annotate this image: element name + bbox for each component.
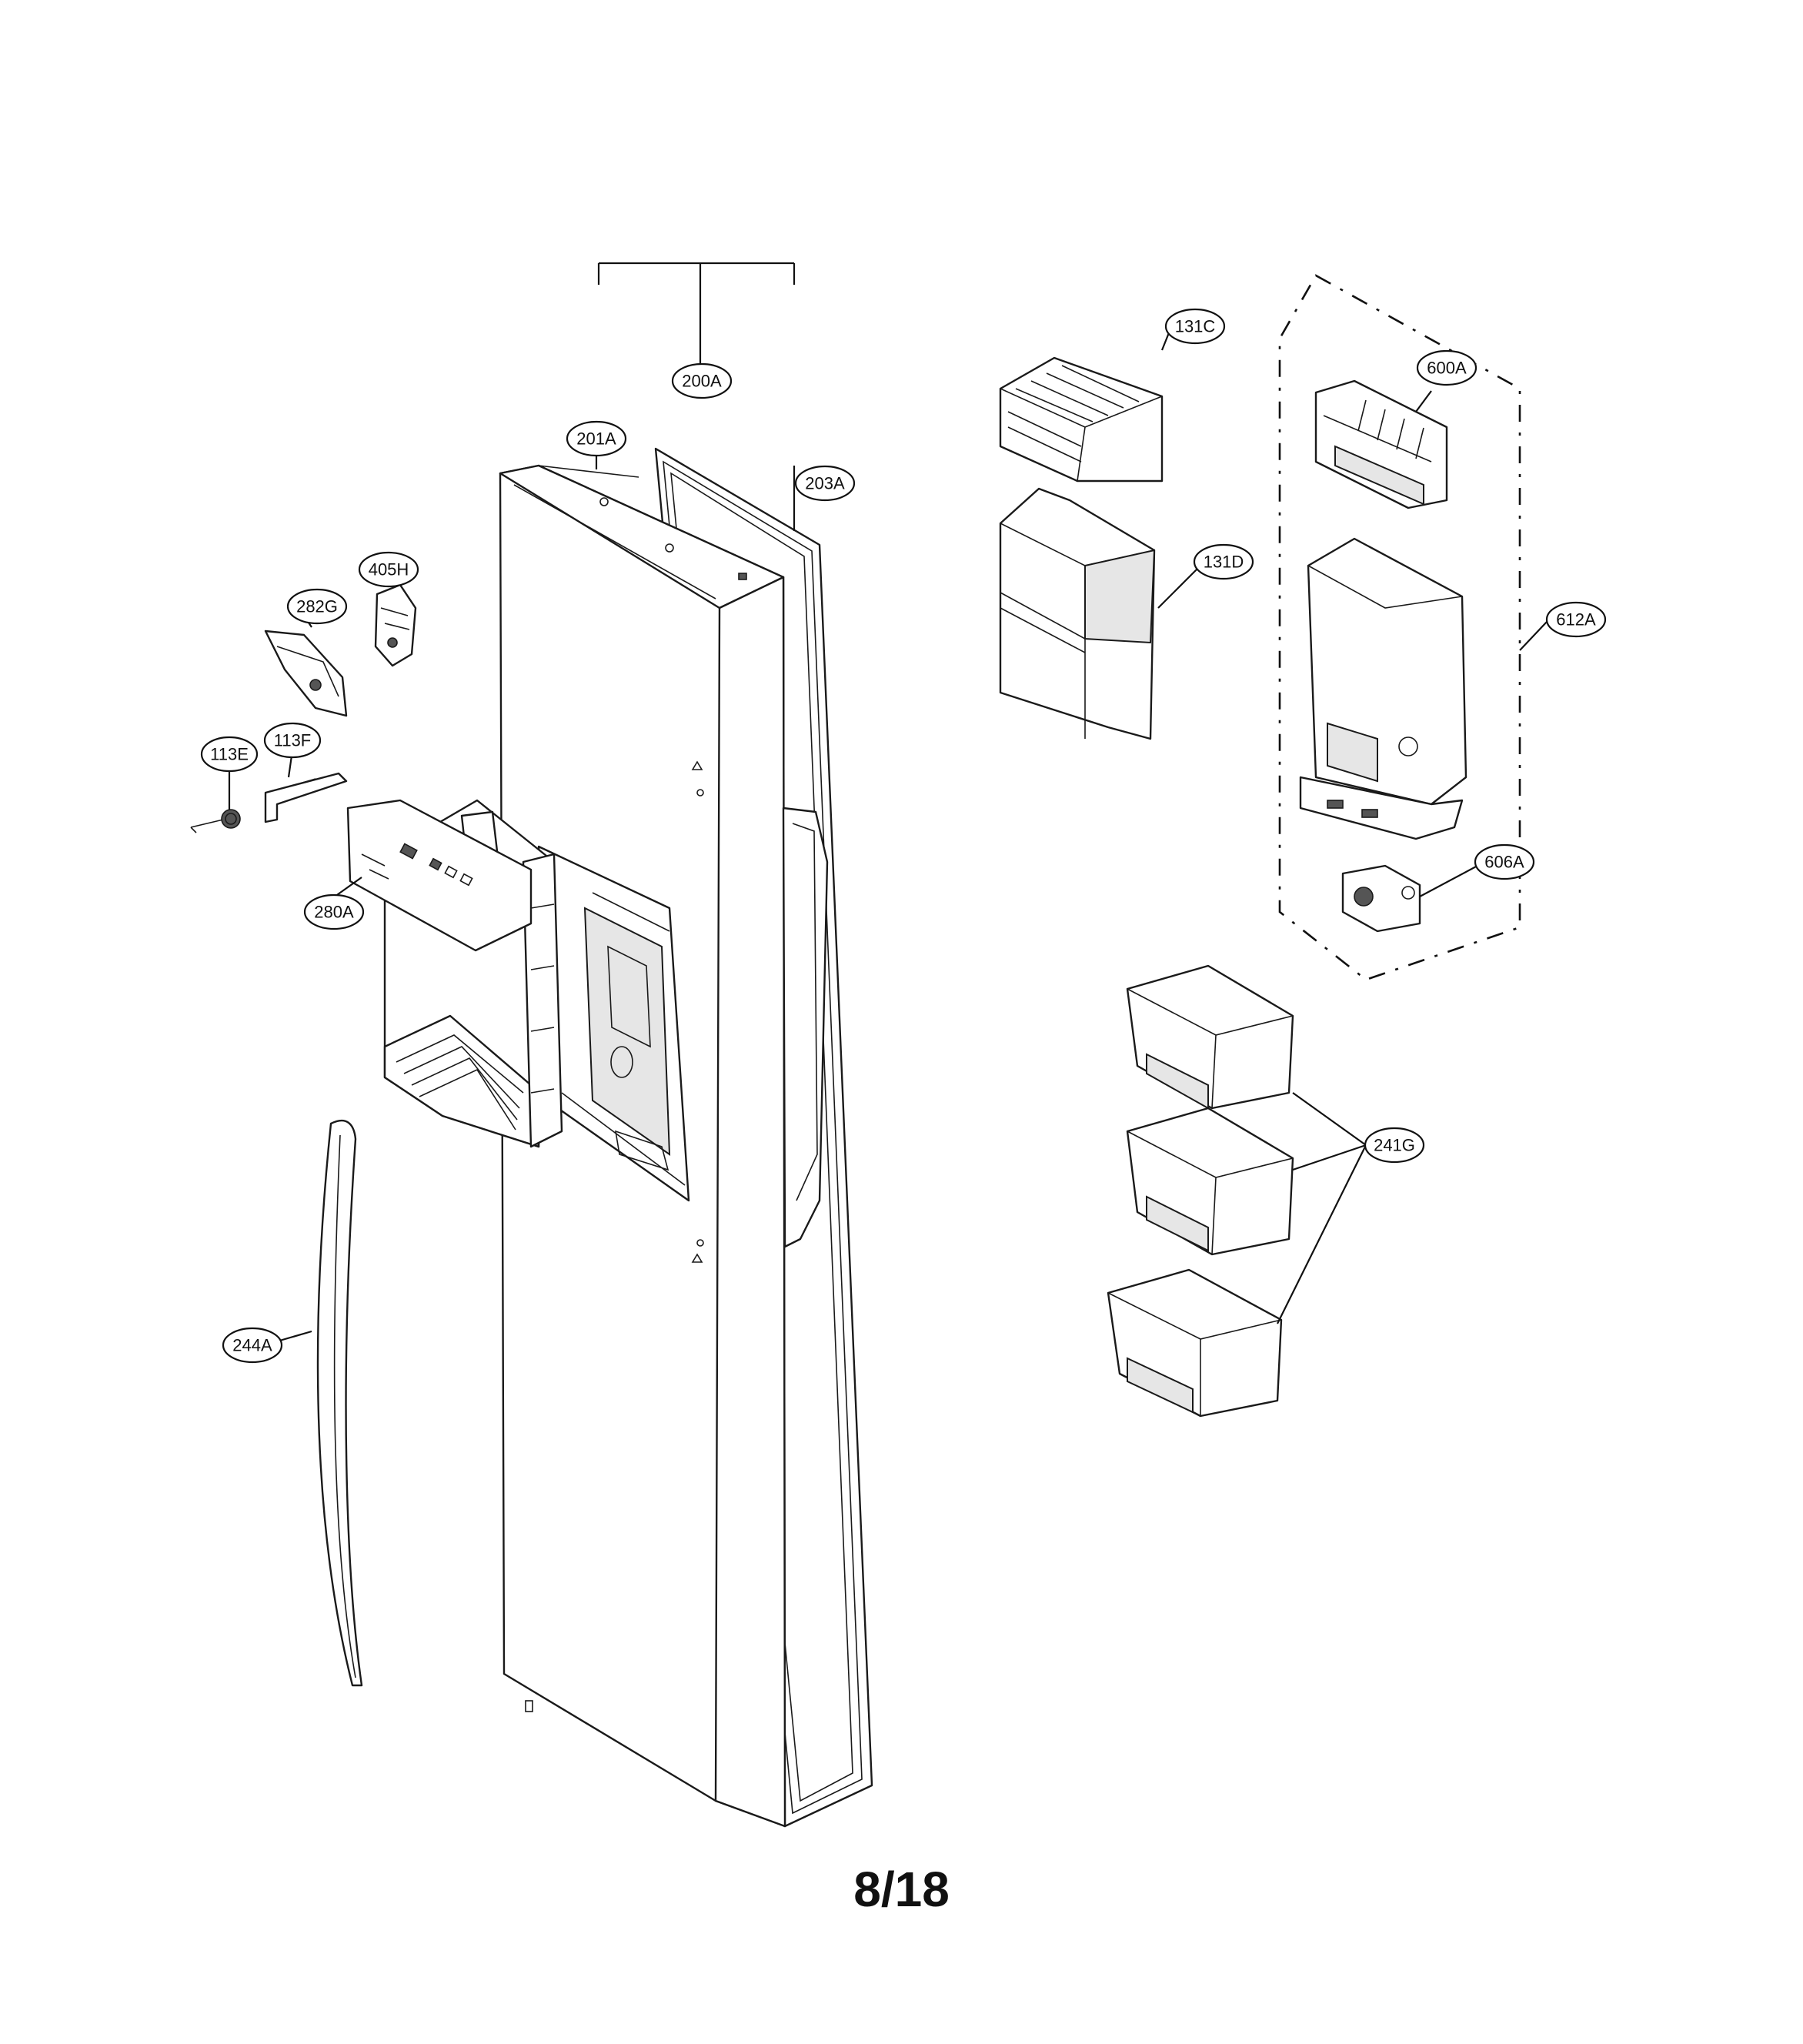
- svg-text:131C: 131C: [1175, 317, 1216, 336]
- callout-405H: 405H: [358, 551, 419, 588]
- svg-text:113F: 113F: [274, 731, 312, 750]
- svg-text:280A: 280A: [314, 903, 354, 922]
- svg-text:203A: 203A: [805, 474, 845, 493]
- spring-113E: [190, 809, 241, 833]
- svg-text:282G: 282G: [296, 597, 338, 616]
- callout-280A: 280A: [303, 893, 365, 930]
- callout-600A: 600A: [1416, 349, 1477, 386]
- svg-text:131D: 131D: [1204, 553, 1244, 572]
- svg-text:600A: 600A: [1427, 359, 1467, 378]
- ice-bin-cover: [999, 356, 1164, 483]
- svg-text:241G: 241G: [1374, 1136, 1415, 1155]
- ice-bin: [999, 487, 1156, 740]
- page-number: 8/18: [853, 1862, 950, 1917]
- svg-text:244A: 244A: [232, 1336, 272, 1355]
- door-bin-1: [1126, 964, 1294, 1110]
- svg-text:201A: 201A: [576, 429, 616, 449]
- svg-text:606A: 606A: [1484, 853, 1524, 872]
- door-bin-2: [1126, 1107, 1294, 1256]
- callout-203A: 203A: [794, 465, 856, 502]
- callout-282G: 282G: [286, 588, 348, 625]
- icemaker-bracket: [1299, 537, 1467, 840]
- callout-200A: 200A: [671, 362, 733, 399]
- motor: [1341, 864, 1421, 933]
- bracket-113F: [264, 772, 348, 823]
- svg-text:612A: 612A: [1556, 610, 1596, 630]
- svg-text:113E: 113E: [210, 745, 249, 764]
- control-panel: [346, 799, 533, 952]
- ice-maker: [1314, 379, 1448, 509]
- callout-131C: 131C: [1164, 308, 1226, 345]
- callout-201A: 201A: [566, 420, 627, 457]
- actuator-405H: [374, 583, 417, 667]
- callout-612A: 612A: [1545, 601, 1607, 638]
- lever-282G: [264, 630, 348, 717]
- dispenser-recess: [537, 845, 690, 1202]
- callout-113F: 113F: [263, 722, 322, 759]
- callout-113E: 113E: [200, 736, 259, 773]
- door-bin-3: [1107, 1268, 1283, 1418]
- callout-606A: 606A: [1474, 843, 1535, 880]
- svg-text:200A: 200A: [682, 372, 722, 391]
- callout-131D: 131D: [1193, 543, 1254, 580]
- door-handle: [316, 1119, 363, 1687]
- svg-text:405H: 405H: [369, 560, 409, 579]
- callout-241G: 241G: [1364, 1127, 1425, 1164]
- callout-244A: 244A: [222, 1327, 283, 1364]
